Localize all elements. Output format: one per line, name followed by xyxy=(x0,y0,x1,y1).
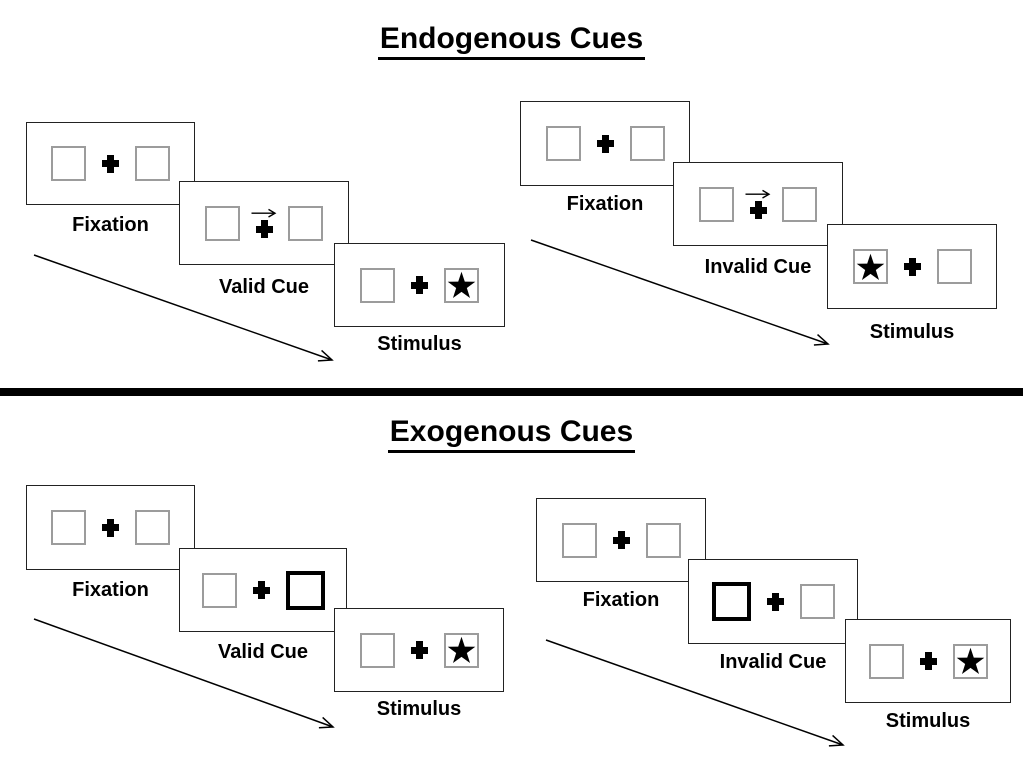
panel-stimulus xyxy=(845,619,1011,703)
placeholder-box-left xyxy=(51,146,86,181)
placeholder-box-left xyxy=(359,632,395,668)
endogenous-section-header: Endogenous Cues xyxy=(0,22,1023,60)
panel-label: Fixation xyxy=(582,589,660,611)
exogenous-title: Exogenous Cues xyxy=(387,415,636,453)
panel-label: Valid Cue xyxy=(217,641,309,663)
panel-stimulus xyxy=(827,224,997,309)
fixation-cross-icon xyxy=(252,581,270,599)
cue-cross-with-arrow xyxy=(745,189,771,219)
panel-stimulus xyxy=(334,608,504,692)
placeholder-box-right xyxy=(135,510,170,545)
panel-label: Fixation xyxy=(72,579,149,601)
panel-label: Valid Cue xyxy=(218,276,310,298)
fixation-cross-icon xyxy=(410,641,428,659)
fixation-cross-icon xyxy=(919,652,937,670)
fixation-cross-icon xyxy=(766,592,784,611)
placeholder-box-right xyxy=(629,126,665,161)
panel-stimulus xyxy=(334,243,505,327)
highlighted-box-right xyxy=(285,570,325,610)
placeholder-box-left xyxy=(360,267,395,303)
panel-label: Stimulus xyxy=(377,333,462,355)
fixation-cross-icon xyxy=(255,220,273,238)
panel-valid-cue xyxy=(179,548,347,632)
fixation-cross-icon xyxy=(749,201,767,219)
placeholder-box-right xyxy=(288,205,323,241)
placeholder-box-left xyxy=(561,522,597,558)
placeholder-box-right xyxy=(799,584,835,619)
panel-invalid-cue xyxy=(688,559,858,644)
panel-label: Stimulus xyxy=(885,710,971,732)
target-box-left xyxy=(852,249,888,284)
placeholder-box-right xyxy=(936,249,972,284)
panel-fixation xyxy=(26,485,195,570)
fixation-cross-icon xyxy=(903,257,921,276)
right-arrow-icon xyxy=(251,208,277,218)
target-box-right xyxy=(444,267,479,303)
placeholder-box-right xyxy=(782,186,817,222)
placeholder-box-left xyxy=(205,205,240,241)
fixation-cross-icon xyxy=(102,518,119,537)
placeholder-box-left xyxy=(51,510,86,545)
star-icon xyxy=(956,647,984,674)
panel-fixation xyxy=(26,122,195,205)
section-divider xyxy=(0,388,1023,396)
target-box-right xyxy=(952,643,988,679)
panel-label: Fixation xyxy=(566,193,644,215)
timeline-arrow xyxy=(530,239,830,346)
fixation-cross-icon xyxy=(411,276,428,294)
timeline-arrow xyxy=(545,639,845,747)
panel-label: Stimulus xyxy=(869,321,955,343)
fixation-cross-icon xyxy=(596,134,614,153)
panel-label: Fixation xyxy=(72,214,149,236)
cue-cross-with-arrow xyxy=(251,208,277,238)
star-icon xyxy=(856,253,884,280)
star-icon xyxy=(447,271,476,298)
endogenous-title: Endogenous Cues xyxy=(377,22,646,60)
placeholder-box-left xyxy=(868,643,904,679)
fixation-cross-icon xyxy=(612,531,630,549)
exogenous-section-header: Exogenous Cues xyxy=(0,415,1023,453)
timeline-arrow xyxy=(33,254,334,362)
highlighted-box-left xyxy=(711,582,751,621)
panel-label: Invalid Cue xyxy=(704,256,812,278)
panel-label: Stimulus xyxy=(376,698,462,720)
timeline-arrow xyxy=(33,618,335,729)
placeholder-box-left xyxy=(545,126,581,161)
placeholder-box-right xyxy=(645,522,681,558)
panel-label: Invalid Cue xyxy=(719,651,827,673)
placeholder-box-left xyxy=(201,572,237,608)
placeholder-box-left xyxy=(699,186,734,222)
target-box-right xyxy=(443,632,479,668)
fixation-cross-icon xyxy=(102,154,119,173)
panel-invalid-cue xyxy=(673,162,843,246)
placeholder-box-right xyxy=(135,146,170,181)
panel-valid-cue xyxy=(179,181,349,265)
right-arrow-icon xyxy=(745,189,771,199)
star-icon xyxy=(447,636,475,663)
panel-fixation xyxy=(536,498,706,582)
panel-fixation xyxy=(520,101,690,186)
